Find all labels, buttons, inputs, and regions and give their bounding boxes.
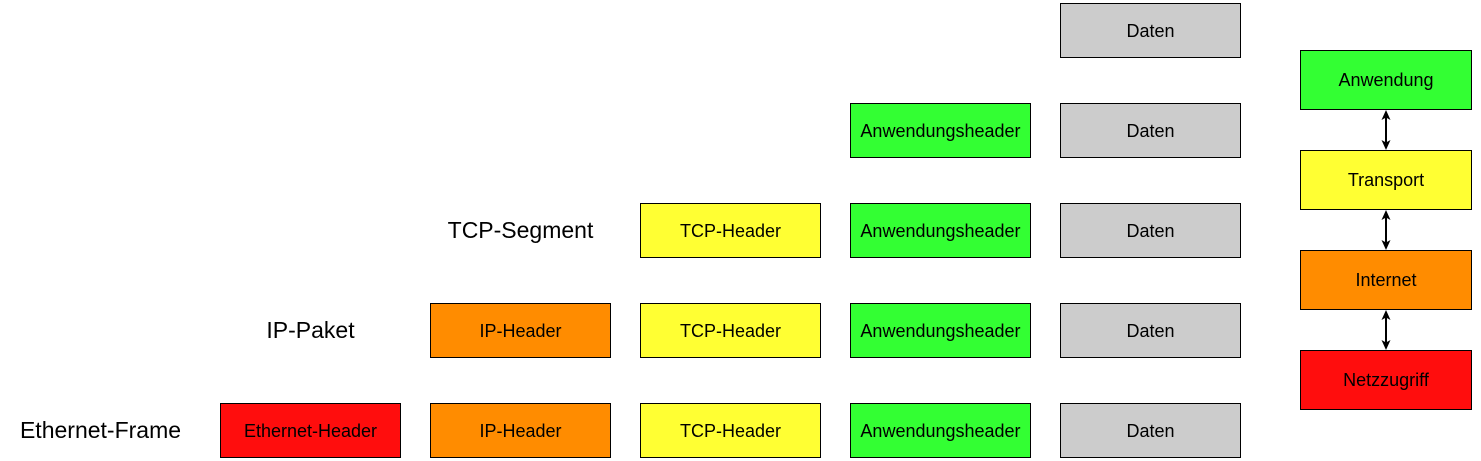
double-arrow-icon [1381,110,1391,150]
box-tcp-header: TCP-Header [640,203,821,258]
layer-netzzugriff: Netzzugriff [1300,350,1472,410]
box-anwendungsheader: Anwendungsheader [850,203,1031,258]
box-tcp-header: TCP-Header [640,303,821,358]
row-label-tcp-segment: TCP-Segment [447,217,594,243]
double-arrow-icon [1381,310,1391,350]
row-label-ethernet-frame: Ethernet-Frame [19,417,182,443]
box-anwendungsheader: Anwendungsheader [850,103,1031,158]
box-ip-header: IP-Header [430,303,611,358]
layer-anwendung: Anwendung [1300,50,1472,110]
box-daten: Daten [1060,203,1241,258]
double-arrow-icon [1381,210,1391,250]
box-daten: Daten [1060,303,1241,358]
box-tcp-header: TCP-Header [640,403,821,458]
box-anwendungsheader: Anwendungsheader [850,303,1031,358]
box-daten: Daten [1060,103,1241,158]
box-ip-header: IP-Header [430,403,611,458]
layer-transport: Transport [1300,150,1472,210]
box-ethernet-header: Ethernet-Header [220,403,401,458]
box-anwendungsheader: Anwendungsheader [850,403,1031,458]
row-label-ip-paket: IP-Paket [266,317,355,343]
layer-internet: Internet [1300,250,1472,310]
box-daten: Daten [1060,3,1241,58]
box-daten: Daten [1060,403,1241,458]
